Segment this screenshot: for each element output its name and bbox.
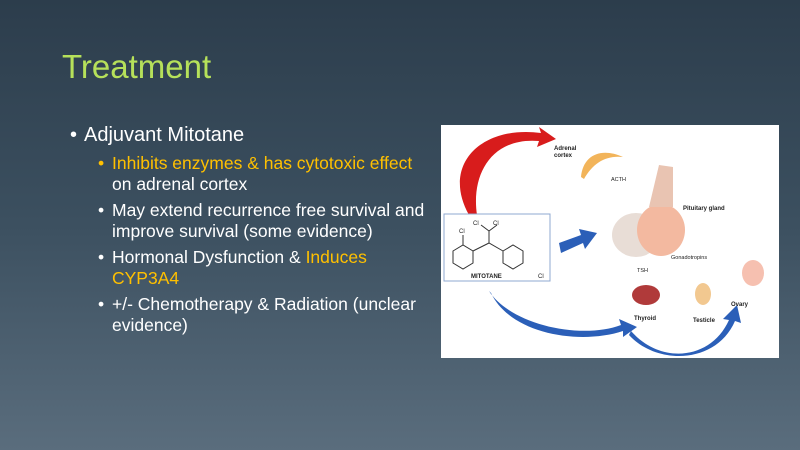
blue-arrow-bottom [489,291,637,337]
sub-bullet-text: May extend recurrence free survival and … [112,200,425,241]
ovary-image [742,260,764,286]
thyroid-label: Thyroid [634,316,656,322]
cl-label: Cl [473,221,479,227]
sub-bullet-chemo: +/- Chemotherapy & Radiation (unclear ev… [98,294,430,336]
pituitary-stalk [649,165,673,207]
sub-bullet-survival: May extend recurrence free survival and … [98,200,430,242]
cl-label: Cl [459,229,465,235]
cl-label: Cl [538,274,544,280]
blue-arrow-center [559,229,597,253]
sub-bullet-text: Hormonal Dysfunction & [112,247,306,267]
chemical-structure-icon [452,224,524,270]
acth-label: ACTH [611,177,626,183]
highlight-text: Inhibits enzymes & has cytotoxic effect [112,153,413,173]
gonadotropins-label: Gonadotropins [671,255,707,261]
ovary-label: Ovary [731,302,749,308]
testicle-image [695,283,711,305]
sub-bullet-hormonal: Hormonal Dysfunction & Induces CYP3A4 [98,247,430,289]
mitotane-label: MITOTANE [471,274,502,280]
sub-bullet-text: +/- Chemotherapy & Radiation (unclear ev… [112,294,416,335]
adrenal-cortex-image [581,152,623,179]
red-arrow [459,127,556,215]
mitotane-diagram: Cl Cl Cl Cl MITOTANE Adrenal cortex ACTH… [441,125,779,358]
thyroid-image [632,285,660,305]
pituitary-lobe [637,204,685,256]
bullet-list: Adjuvant Mitotane Inhibits enzymes & has… [70,124,430,341]
sub-bullet-enzymes: Inhibits enzymes & has cytotoxic effect … [98,153,430,195]
slide-title: Treatment [62,48,212,85]
adrenal-label: Adrenal [554,146,577,152]
bullet-adjuvant-mitotane: Adjuvant Mitotane [70,124,430,147]
cortex-label: cortex [554,153,573,159]
tsh-label: TSH [637,268,648,274]
sub-bullet-text: on adrenal cortex [112,174,248,194]
highlight-text: Induces CYP3A4 [112,247,367,288]
pituitary-label: Pituitary gland [683,206,725,212]
testicle-label: Testicle [693,318,716,324]
blue-arrow-ovary [629,305,741,356]
cl-label: Cl [493,221,499,227]
